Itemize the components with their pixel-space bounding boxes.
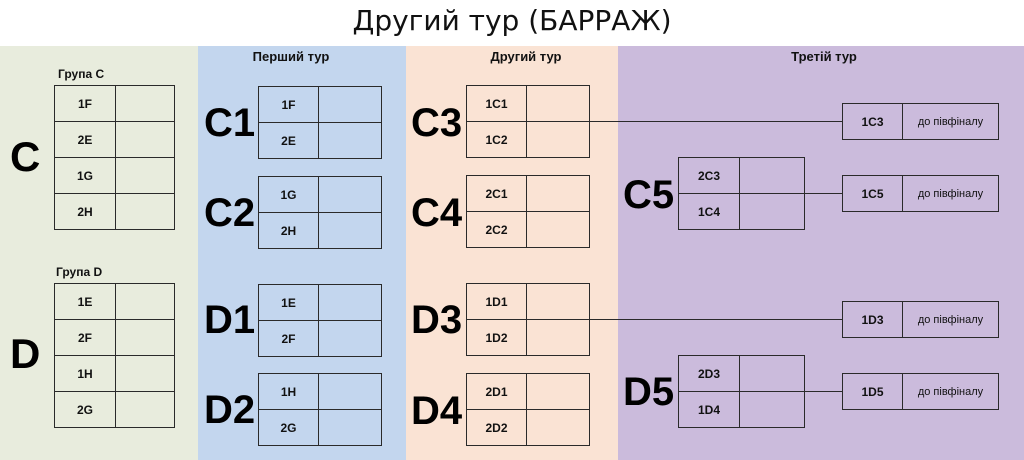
match-d4-score-2: [526, 409, 590, 446]
result-1c5-team: 1C5: [842, 175, 903, 212]
match-d5-team-1: 2D3: [678, 355, 740, 392]
match-d4-team-2: 2D2: [466, 409, 527, 446]
match-d5-score-2: [739, 391, 805, 428]
group-d-score-1: [115, 283, 175, 320]
match-d2-score-1: [318, 373, 382, 410]
match-d3-team-1: 1D1: [466, 283, 527, 320]
round2-column: [406, 46, 618, 460]
match-c4-team-1: 2C1: [466, 175, 527, 212]
group-c-score-4: [115, 193, 175, 230]
result-1d5-team: 1D5: [842, 373, 903, 410]
group-c-score-1: [115, 85, 175, 122]
group-c-score-3: [115, 157, 175, 194]
match-label-c1: C1: [204, 101, 256, 145]
match-c5-score-1: [739, 157, 805, 194]
page-title: Другий тур (БАРРАЖ): [352, 4, 672, 37]
match-d4-score-1: [526, 373, 590, 410]
match-c1-team-2: 2E: [258, 122, 319, 159]
result-1c5-note: до півфіналу: [902, 175, 999, 212]
match-d1-team-1: 1E: [258, 284, 319, 321]
match-label-c2: C2: [204, 191, 256, 235]
match-c5-team-2: 1C4: [678, 193, 740, 230]
result-1d3-team: 1D3: [842, 301, 903, 338]
match-c2-team-2: 2H: [258, 212, 319, 249]
match-label-d2: D2: [204, 388, 256, 432]
result-1c3-team: 1C3: [842, 103, 903, 140]
match-c1-team-1: 1F: [258, 86, 319, 123]
connector-d3: [590, 319, 842, 321]
round1-column: [198, 46, 406, 460]
match-label-d3: D3: [411, 298, 463, 342]
group-d-letter: D: [10, 330, 41, 377]
match-d1-score-1: [318, 284, 382, 321]
group-d-score-3: [115, 355, 175, 392]
match-c1-score-1: [318, 86, 382, 123]
match-label-d5: D5: [623, 370, 675, 414]
match-c3-team-2: 1C2: [466, 121, 527, 158]
round2-heading: Другий тур: [490, 49, 562, 64]
result-1c3-note: до півфіналу: [902, 103, 999, 140]
match-d5-score-1: [739, 355, 805, 392]
group-d-score-2: [115, 319, 175, 356]
group-d-team-1: 1E: [54, 283, 116, 320]
match-d2-score-2: [318, 409, 382, 446]
match-d1-team-2: 2F: [258, 320, 319, 357]
match-label-d4: D4: [411, 389, 463, 433]
match-d5-team-2: 1D4: [678, 391, 740, 428]
group-d-title: Група D: [56, 265, 103, 279]
match-label-c4: C4: [411, 191, 463, 235]
match-d2-team-1: 1H: [258, 373, 319, 410]
group-c-team-1: 1F: [54, 85, 116, 122]
match-c3-team-1: 1C1: [466, 85, 527, 122]
match-d2-team-2: 2G: [258, 409, 319, 446]
match-d3-score-1: [526, 283, 590, 320]
group-d-score-4: [115, 391, 175, 428]
match-c2-score-2: [318, 212, 382, 249]
result-1d3-note: до півфіналу: [902, 301, 999, 338]
match-c3-score-2: [526, 121, 590, 158]
match-d3-score-2: [526, 319, 590, 356]
connector-d5: [805, 391, 842, 393]
match-c2-team-1: 1G: [258, 176, 319, 213]
group-c-letter: C: [10, 133, 41, 180]
result-1d5-note: до півфіналу: [902, 373, 999, 410]
group-c-title: Група C: [58, 67, 105, 81]
group-c-score-2: [115, 121, 175, 158]
match-d4-team-1: 2D1: [466, 373, 527, 410]
connector-c5: [805, 193, 842, 195]
group-d-team-3: 1H: [54, 355, 116, 392]
match-c5-team-1: 2C3: [678, 157, 740, 194]
group-c-team-3: 1G: [54, 157, 116, 194]
match-d1-score-2: [318, 320, 382, 357]
match-c4-score-1: [526, 175, 590, 212]
connector-c3: [590, 121, 842, 123]
match-c3-score-1: [526, 85, 590, 122]
round3-heading: Третій тур: [791, 49, 857, 64]
match-label-c3: C3: [411, 101, 463, 145]
group-d-team-2: 2F: [54, 319, 116, 356]
match-c4-score-2: [526, 211, 590, 248]
match-c5-score-2: [739, 193, 805, 230]
group-c-team-4: 2H: [54, 193, 116, 230]
match-c2-score-1: [318, 176, 382, 213]
group-c-team-2: 2E: [54, 121, 116, 158]
match-label-d1: D1: [204, 298, 256, 342]
match-d3-team-2: 1D2: [466, 319, 527, 356]
group-d-team-4: 2G: [54, 391, 116, 428]
match-c4-team-2: 2C2: [466, 211, 527, 248]
round1-heading: Перший тур: [252, 49, 330, 64]
match-c1-score-2: [318, 122, 382, 159]
match-label-c5: C5: [623, 173, 675, 217]
